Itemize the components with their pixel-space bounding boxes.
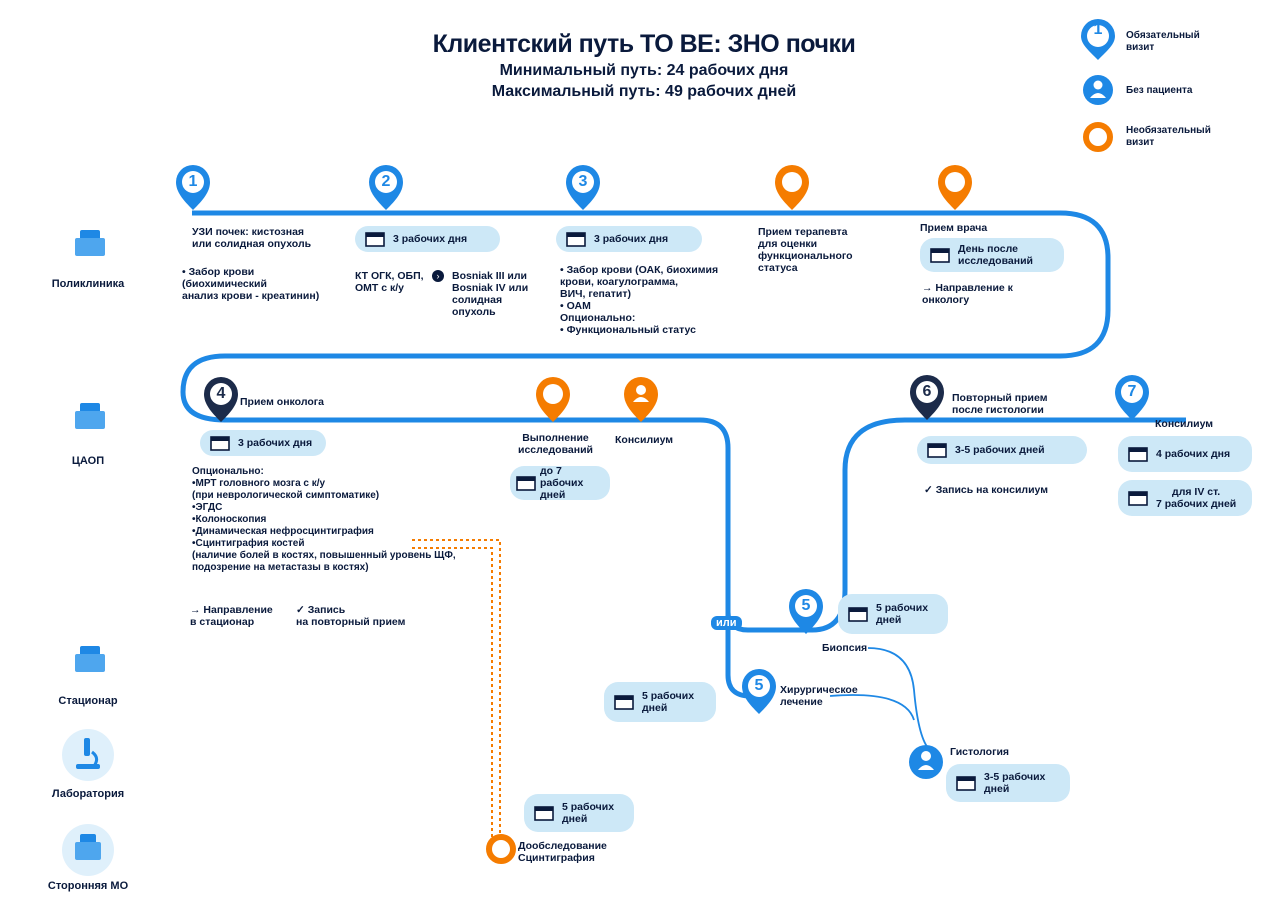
biopsy-title: Биопсия [822, 642, 868, 654]
step-4-number: 4 [216, 385, 226, 402]
step-3-duration: 3 рабочих дня [594, 233, 669, 245]
step-6-note: ✓ Запись на консилиум [924, 484, 1049, 496]
building-icon-mo [75, 834, 101, 860]
biopsy-duration-pill: 5 рабочих дней [838, 594, 948, 634]
histology-duration: 3-5 рабочих дней [984, 771, 1046, 795]
step-2-duration: 3 рабочих дня [393, 233, 468, 245]
step-7-duration: 4 рабочих дня [1156, 448, 1231, 460]
step-4-notes: Опционально: •МРТ головного мозга с к/у … [192, 466, 456, 573]
step-2-duration-pill: 3 рабочих дня [355, 226, 500, 252]
calendar-icon [927, 443, 947, 458]
surgery-duration: 5 рабочих дней [642, 690, 695, 714]
step-2-result: Bosniak III или Bosniak IV или солидная … [452, 270, 529, 318]
research-duration: до 7 рабочих дней [540, 465, 584, 501]
lane-mo: Сторонняя МО [47, 880, 129, 892]
calendar-icon [365, 232, 385, 247]
step-7-duration-pill: 4 рабочих дня [1118, 436, 1252, 472]
step-2-text: КТ ОГК, ОБП, ОМТ с к/у [355, 270, 424, 294]
calendar-icon [566, 232, 586, 247]
step-4-duration: 3 рабочих дня [238, 437, 313, 449]
calendar-icon [848, 607, 868, 622]
microscope-icon [76, 738, 100, 769]
min-path-subtitle: Минимальный путь: 24 рабочих дня [499, 62, 789, 79]
step-7-duration2: для IV ст. 7 рабочих дней [1156, 486, 1237, 510]
step-3-number: 3 [578, 173, 588, 190]
histology-title: Гистология [950, 746, 1010, 758]
research-duration-pill: до 7 рабочих дней [510, 465, 610, 501]
histology-connector [829, 647, 929, 749]
calendar-icon [614, 695, 634, 710]
biopsy-duration: 5 рабочих дней [876, 602, 929, 626]
building-icon-poly [75, 230, 105, 256]
main-path-row1 [180, 210, 1111, 633]
calendar-icon [210, 436, 230, 451]
extra-dotted-connector [412, 539, 501, 840]
surgery-duration-pill: 5 рабочих дней [604, 682, 716, 722]
lane-stac: Стационар [58, 695, 118, 707]
step-4-title: Прием онколога [240, 396, 324, 408]
path-branch-consilium [811, 417, 1186, 633]
step-7-number: 7 [1127, 383, 1137, 400]
surgery-title: Хирургическое лечение [780, 684, 858, 708]
doctor-title: Прием врача [920, 222, 988, 234]
or-badge: или [711, 616, 742, 630]
building-icon-stac [75, 646, 105, 672]
doctor-duration: День после исследований [958, 243, 1033, 267]
calendar-icon [516, 476, 536, 491]
histology-duration-pill: 3-5 рабочих дней [946, 764, 1070, 802]
step-1-number: 1 [188, 173, 198, 190]
lane-poly: Поликлиника [51, 278, 125, 290]
arrow-right-icon: › [432, 270, 444, 282]
step-5-surgery-number: 5 [754, 677, 764, 694]
max-path-subtitle: Максимальный путь: 49 рабочих дней [491, 83, 797, 100]
step-2-number: 2 [381, 173, 391, 190]
legend-pin-number: 1 [1093, 21, 1103, 38]
legend-no-patient: Без пациента [1126, 85, 1193, 96]
calendar-icon [930, 248, 950, 263]
step-4-check-note: ✓ Запись на повторный прием [296, 604, 406, 628]
extra-duration: 5 рабочих дней [562, 801, 615, 825]
step-4-arrow-note: → Направление в стационар [190, 604, 273, 628]
extra-duration-pill: 5 рабочих дней [524, 794, 634, 832]
step-7-duration2-pill: для IV ст. 7 рабочих дней [1118, 480, 1252, 516]
legend-mandatory: Обязательный визит [1126, 30, 1200, 53]
calendar-icon [956, 776, 976, 791]
doctor-note: → Направление к онкологу [922, 282, 1013, 306]
step-3-notes: • Забор крови (ОАК, биохимия крови, коаг… [560, 264, 719, 336]
page-title: Клиентский путь ТО BE: ЗНО почки [432, 30, 856, 58]
building-icon-caop [75, 403, 105, 429]
step-1-title: УЗИ почек: кистозная или солидная опухол… [192, 226, 312, 250]
step-6-number: 6 [922, 383, 932, 400]
step-3-duration-pill: 3 рабочих дня [556, 226, 702, 252]
step-6-duration-pill: 3-5 рабочих дней [917, 436, 1087, 464]
calendar-icon [534, 806, 554, 821]
step-5-biopsy-number: 5 [801, 597, 811, 614]
step-1-notes: • Забор крови (биохимический анализ кров… [182, 266, 320, 302]
calendar-icon [1128, 447, 1148, 462]
lane-lab: Лаборатория [51, 788, 125, 800]
calendar-icon [1128, 491, 1148, 506]
therapist-title: Прием терапевта для оценки функционально… [758, 226, 853, 274]
council1-title: Консилиум [615, 434, 674, 446]
step-6-duration: 3-5 рабочих дней [955, 444, 1045, 456]
lane-caop: ЦАОП [71, 455, 105, 467]
step-6-title: Повторный прием после гистологии [952, 392, 1048, 416]
extra-title: Дообследование Сцинтиграфия [518, 840, 607, 864]
step-7-title: Консилиум [1155, 418, 1214, 430]
step-4-duration-pill: 3 рабочих дня [200, 430, 326, 456]
research-title: Выполнение исследований [518, 432, 593, 456]
legend-optional: Необязательный визит [1126, 125, 1211, 148]
doctor-duration-pill: День после исследований [920, 238, 1064, 272]
